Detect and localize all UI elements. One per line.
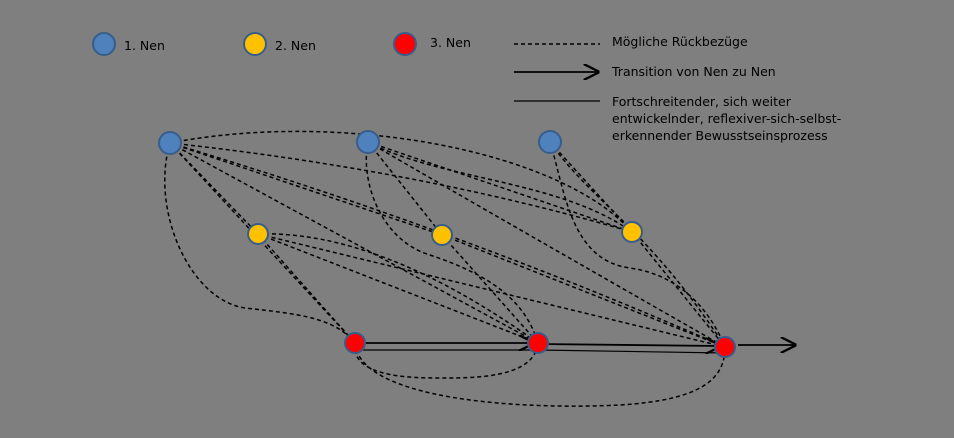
dashed-link [169, 142, 726, 348]
legend-nen3-label: 3. Nen [430, 35, 471, 50]
dashed-link [367, 141, 633, 233]
legend-process-line-2: entwickelnder, reflexiver-sich-selbst- [612, 111, 842, 126]
legend-nen1-label: 1. Nen [124, 38, 165, 53]
legend-dashed-label: Mögliche Rückbezüge [612, 34, 748, 49]
dashed-link [549, 141, 633, 233]
legend-nen1-swatch [92, 32, 116, 56]
dashed-link [367, 141, 726, 348]
dashed-link [354, 342, 539, 379]
nen2-node [431, 224, 453, 246]
nodes [158, 130, 736, 358]
dashed-link [164, 142, 356, 344]
legend-process-line-1: Fortschreitender, sich weiter [612, 94, 791, 109]
legend-symbols [92, 32, 600, 102]
dashed-link [354, 342, 726, 407]
dashed-connections [164, 130, 726, 407]
dashed-link [257, 233, 726, 348]
nen3-node [344, 332, 366, 354]
legend-nen2-swatch [243, 32, 267, 56]
transition-arrow [537, 344, 720, 346]
dashed-link [257, 233, 539, 344]
nen2-node [247, 223, 269, 245]
dashed-link [169, 142, 539, 344]
legend-arrow-label: Transition von Nen zu Nen [612, 64, 776, 79]
transition-arrows [355, 343, 795, 346]
nen1-node [356, 130, 380, 154]
dashed-link [367, 141, 633, 233]
nen1-node [538, 130, 562, 154]
dashed-link [365, 141, 539, 344]
dashed-link [169, 142, 443, 236]
nen3-node [714, 336, 736, 358]
dashed-link [549, 141, 726, 348]
dashed-link [169, 130, 633, 233]
dashed-link [367, 141, 443, 236]
dashed-link [441, 234, 726, 348]
dashed-link [631, 231, 726, 348]
nen2-node [621, 221, 643, 243]
legend-nen3-swatch [393, 32, 417, 56]
dashed-link [549, 141, 726, 348]
process-lines [355, 349, 726, 354]
dashed-link [257, 233, 539, 344]
legend-nen2-label: 2. Nen [275, 38, 316, 53]
legend-process-description: Fortschreitender, sich weiter entwickeln… [612, 93, 862, 144]
nen1-node [158, 131, 182, 155]
legend-process-line-3: erkennender Bewusstseinsprozess [612, 128, 828, 143]
dashed-link [441, 234, 539, 344]
dashed-link [257, 233, 356, 344]
process-line [537, 349, 726, 354]
nen3-node [527, 332, 549, 354]
